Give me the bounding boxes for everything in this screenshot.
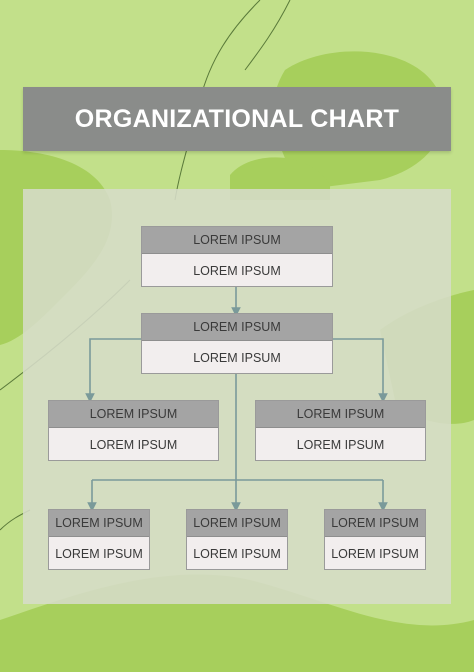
org-node-header: LOREM IPSUM (49, 401, 218, 428)
org-node-header: LOREM IPSUM (256, 401, 425, 428)
org-node-staff-center[interactable]: LOREM IPSUM LOREM IPSUM (186, 509, 288, 570)
org-node-staff-left[interactable]: LOREM IPSUM LOREM IPSUM (48, 509, 150, 570)
org-node-body: LOREM IPSUM (331, 546, 419, 561)
org-node-header: LOREM IPSUM (142, 227, 332, 254)
org-node-body: LOREM IPSUM (296, 437, 385, 452)
org-node-header: LOREM IPSUM (325, 510, 425, 537)
org-node-header: LOREM IPSUM (49, 510, 149, 537)
org-node-body: LOREM IPSUM (55, 546, 143, 561)
org-node-header: LOREM IPSUM (187, 510, 287, 537)
org-node-body: LOREM IPSUM (193, 263, 281, 278)
page-title: ORGANIZATIONAL CHART (74, 104, 400, 133)
org-node-body: LOREM IPSUM (193, 350, 281, 365)
org-node-body: LOREM IPSUM (193, 546, 281, 561)
org-node-manager-right[interactable]: LOREM IPSUM LOREM IPSUM (255, 400, 426, 461)
edge-director-manager-right (333, 338, 388, 403)
org-node-manager-left[interactable]: LOREM IPSUM LOREM IPSUM (48, 400, 219, 461)
org-node-staff-right[interactable]: LOREM IPSUM LOREM IPSUM (324, 509, 426, 570)
curve-line-2 (244, 0, 291, 71)
title-banner: ORGANIZATIONAL CHART (23, 87, 451, 151)
org-node-header: LOREM IPSUM (142, 314, 332, 341)
org-node-director[interactable]: LOREM IPSUM LOREM IPSUM (141, 313, 333, 374)
org-node-body: LOREM IPSUM (89, 437, 178, 452)
edge-director-manager-left (85, 338, 141, 403)
org-node-ceo[interactable]: LOREM IPSUM LOREM IPSUM (141, 226, 333, 287)
